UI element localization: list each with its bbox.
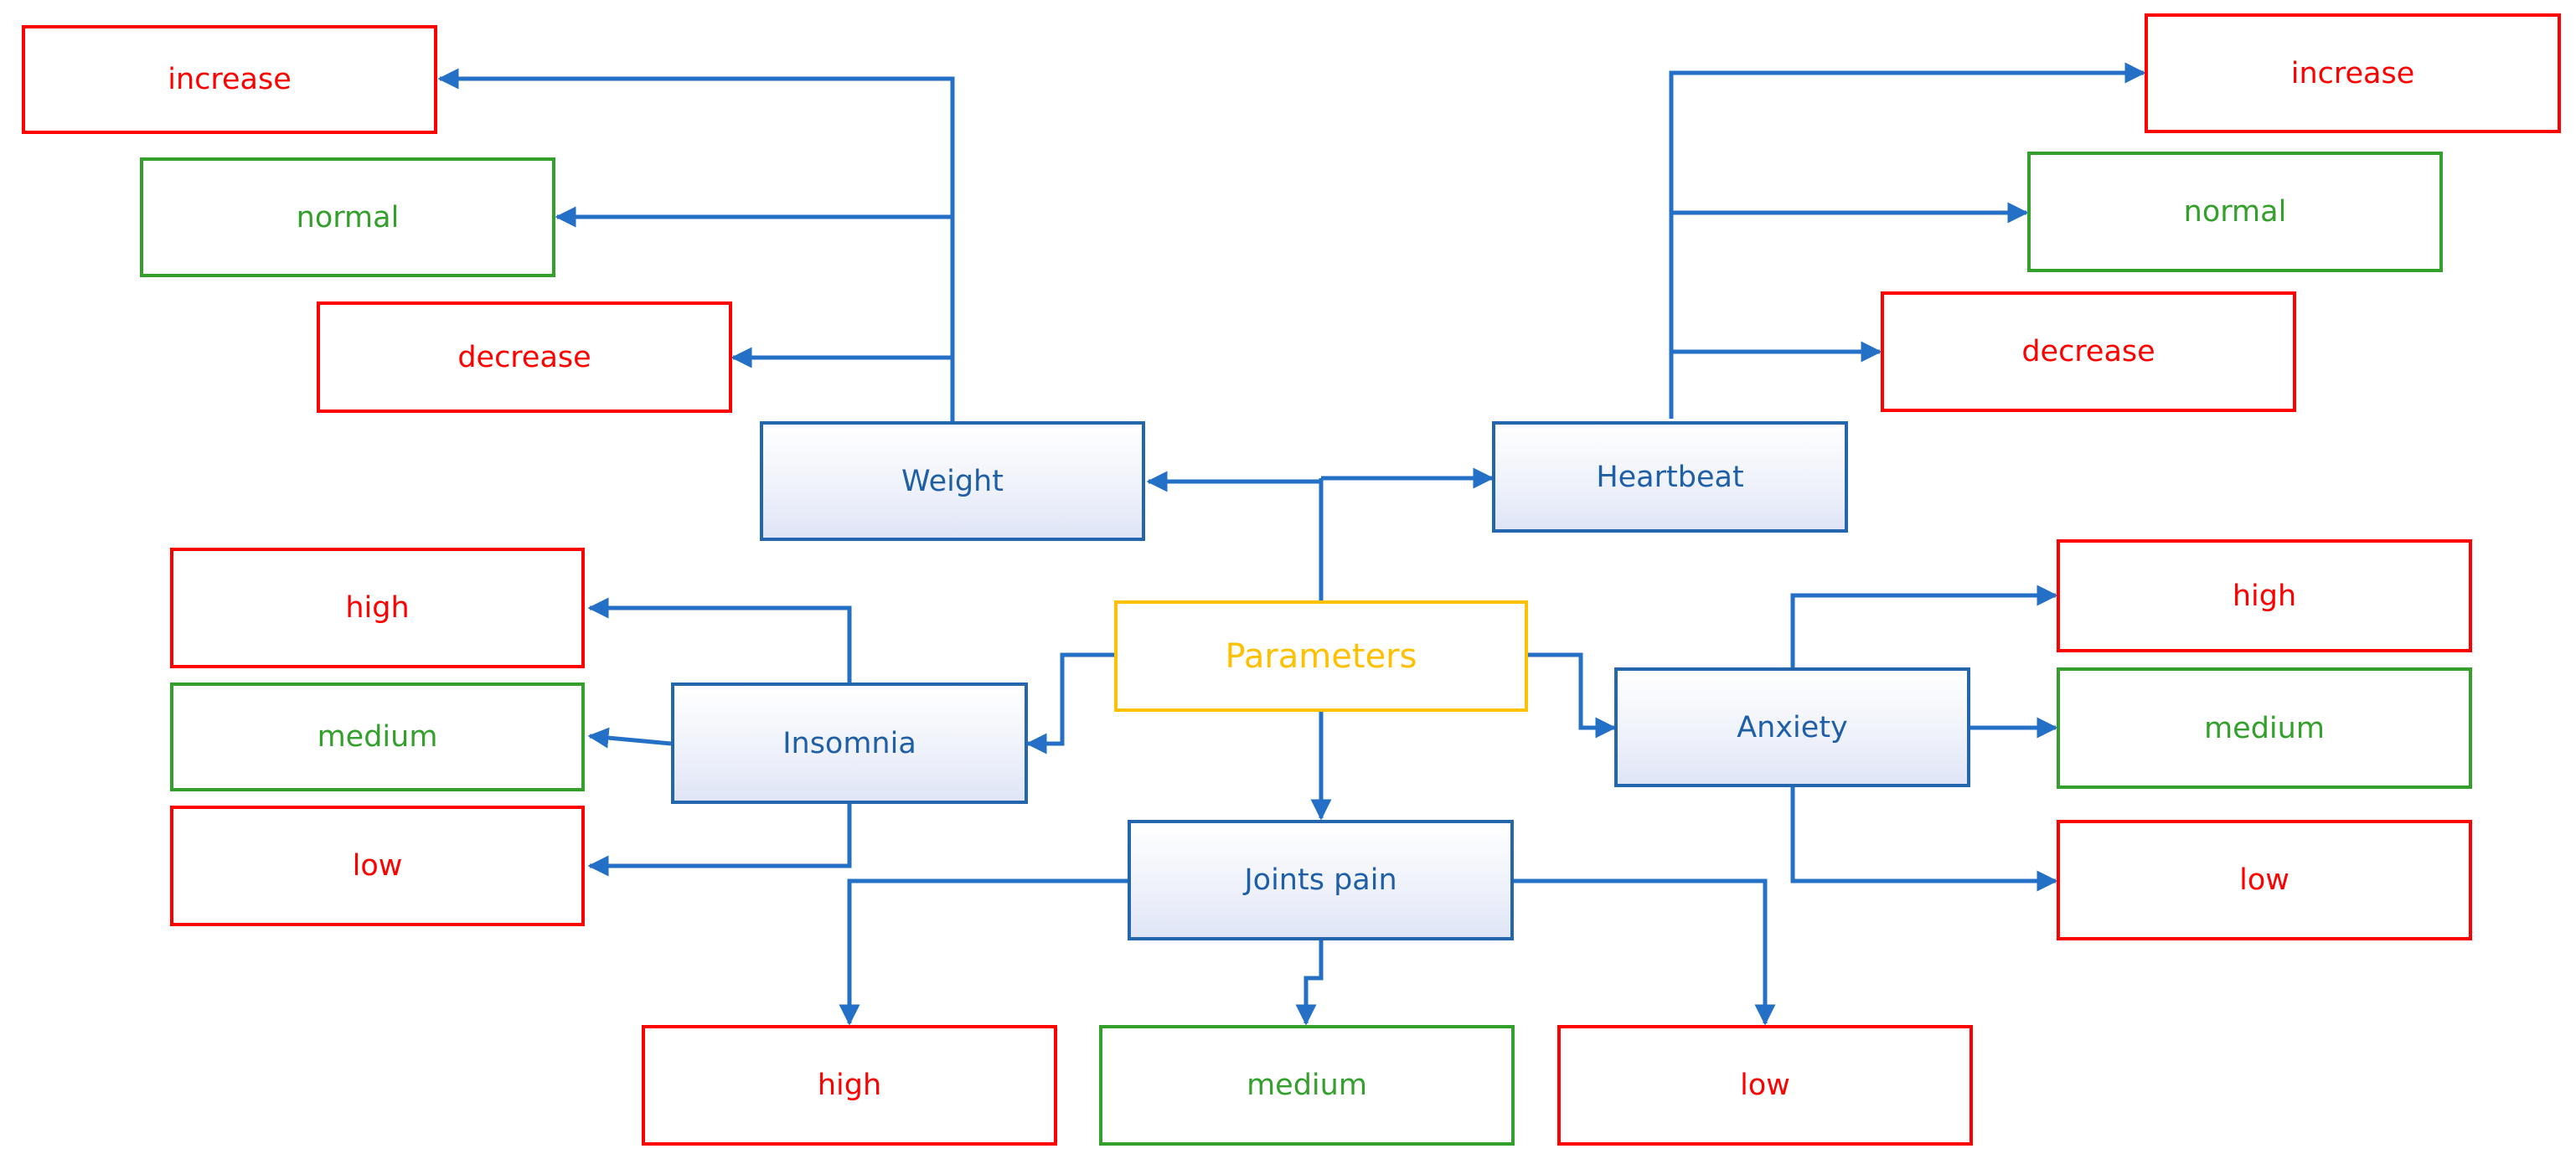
connector-anxiety-low	[1790, 787, 2058, 892]
parameter-label-joints-pain: Joints pain	[1244, 863, 1397, 897]
connector-weight-increase	[437, 68, 955, 422]
outcome-label: medium	[1247, 1069, 1367, 1102]
outcome-label: normal	[296, 200, 400, 234]
outcome-joints-high: high	[642, 1025, 1057, 1146]
outcome-label: decrease	[457, 340, 591, 374]
parameter-node-anxiety: Anxiety	[1614, 667, 1970, 787]
outcome-label: high	[2232, 579, 2297, 613]
connector-insomnia-high	[587, 597, 852, 683]
outcome-insomnia-high: high	[170, 548, 585, 668]
outcome-joints-low: low	[1557, 1025, 1973, 1146]
connector-joints-high	[839, 878, 1129, 1026]
outcome-label: decrease	[2021, 335, 2155, 368]
outcome-label: medium	[2204, 711, 2325, 745]
outcome-anxiety-low: low	[2057, 820, 2472, 940]
outcome-weight-decrease: decrease	[317, 301, 732, 413]
outcome-heartbeat-increase: increase	[2145, 13, 2561, 133]
outcome-joints-medium: medium	[1099, 1025, 1515, 1146]
parameter-label-heartbeat: Heartbeat	[1596, 460, 1744, 494]
outcome-label: increase	[2290, 56, 2415, 90]
outcome-heartbeat-normal: normal	[2027, 152, 2443, 272]
outcome-anxiety-high: high	[2057, 539, 2472, 652]
outcome-label: low	[1740, 1069, 1790, 1102]
outcome-label: increase	[168, 63, 292, 96]
outcome-label: normal	[2183, 195, 2287, 229]
parameter-node-heartbeat: Heartbeat	[1492, 421, 1848, 533]
outcome-weight-normal: normal	[140, 157, 555, 277]
connector-joints-low	[1512, 878, 1776, 1026]
parameter-node-joints-pain: Joints pain	[1128, 820, 1514, 940]
parameter-label-anxiety: Anxiety	[1737, 710, 1848, 744]
outcome-anxiety-medium: medium	[2057, 667, 2472, 789]
outcome-insomnia-low: low	[170, 806, 585, 926]
outcome-label: high	[817, 1069, 882, 1102]
connector-anxiety-high	[1790, 585, 2058, 667]
connector-root-insomnia	[1025, 652, 1114, 755]
outcome-heartbeat-decrease: decrease	[1881, 291, 2296, 412]
outcome-label: low	[2239, 863, 2289, 897]
root-node-label: Parameters	[1225, 636, 1417, 676]
parameter-label-insomnia: Insomnia	[782, 726, 916, 760]
connector-heartbeat-increase	[1669, 62, 2146, 419]
parameter-label-weight: Weight	[901, 464, 1004, 498]
parameter-node-weight: Weight	[760, 421, 1145, 541]
outcome-insomnia-medium: medium	[170, 683, 585, 791]
outcome-weight-increase: increase	[22, 25, 437, 134]
root-node-parameters: Parameters	[1114, 600, 1528, 712]
outcome-label: high	[345, 591, 410, 625]
connector-insomnia-low	[587, 804, 852, 877]
parameter-node-insomnia: Insomnia	[671, 683, 1028, 804]
connector-root-anxiety	[1527, 652, 1617, 739]
connector-insomnia-medium	[587, 727, 672, 749]
outcome-label: low	[352, 849, 403, 883]
outcome-label: medium	[317, 720, 438, 754]
connector-joints-medium	[1295, 940, 1324, 1026]
